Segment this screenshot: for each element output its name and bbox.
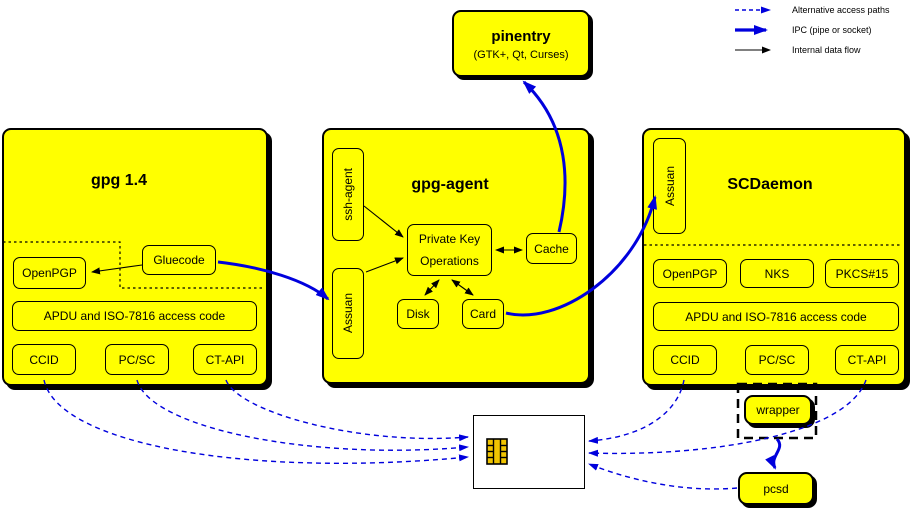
gpg-agent-title: gpg-agent	[411, 176, 489, 193]
node-scdaemon	[642, 128, 906, 386]
scdaemon-ctapi: CT-API	[835, 345, 899, 375]
edge-gpg-pcsc-card	[136, 379, 469, 452]
edge-gpg-ccid-card	[43, 379, 469, 464]
gpg-agent-assuan: Assuan	[332, 268, 364, 359]
private-key-ops-line2: Operations	[420, 254, 479, 268]
smartcard	[473, 415, 585, 489]
assuan-label: Assuan	[341, 293, 355, 334]
node-pinentry: pinentry (GTK+, Qt, Curses)	[452, 10, 590, 77]
scdaemon-assuan: Assuan	[653, 138, 686, 234]
gpg-agent-private-key-ops: Private Key Operations	[407, 224, 492, 276]
scdaemon-openpgp: OpenPGP	[653, 259, 727, 288]
gpg-agent-ssh-agent: ssh-agent	[332, 148, 364, 241]
legend-label: Internal data flow	[792, 45, 861, 55]
legend-item-ipc: IPC (pipe or socket)	[703, 20, 913, 40]
legend-item-internal: Internal data flow	[703, 40, 913, 60]
scdaemon-apdu-layer: APDU and ISO-7816 access code	[653, 302, 899, 331]
node-wrapper: wrapper	[744, 395, 812, 425]
edge-gpg-ctapi-card	[225, 379, 469, 442]
gpg14-ctapi: CT-API	[193, 344, 257, 375]
legend-label: Alternative access paths	[792, 5, 890, 15]
smartcard-chip-icon	[486, 438, 508, 465]
gpg14-ccid: CCID	[12, 344, 76, 375]
legend-item-alternative: Alternative access paths	[703, 0, 913, 20]
edge-scd-ctapi-card	[588, 379, 867, 457]
gpg-agent-card: Card	[462, 299, 504, 329]
edge-pcsd-card	[588, 463, 738, 490]
black-arrow-icon	[735, 46, 771, 54]
private-key-ops-line1: Private Key	[418, 232, 481, 246]
legend: Alternative access paths IPC (pipe or so…	[703, 0, 913, 60]
legend-label: IPC (pipe or socket)	[792, 25, 872, 35]
node-pcsd: pcsd	[738, 472, 814, 505]
dashed-blue-arrow-icon	[735, 6, 771, 14]
ssh-agent-label: ssh-agent	[341, 168, 355, 221]
scdaemon-pcsc: PC/SC	[745, 345, 809, 375]
gpg-agent-cache: Cache	[526, 233, 577, 264]
solid-blue-arrow-icon	[735, 25, 768, 35]
scdaemon-nks: NKS	[740, 259, 814, 288]
gpg14-title: gpg 1.4	[90, 172, 147, 189]
pinentry-title: pinentry	[491, 28, 551, 45]
gpg14-apdu-layer: APDU and ISO-7816 access code	[12, 301, 257, 331]
scdaemon-ccid: CCID	[653, 345, 717, 375]
scdaemon-pkcs15: PKCS#15	[825, 259, 899, 288]
scdaemon-title: SCDaemon	[727, 176, 813, 193]
edge-wrapper-pcsd	[765, 437, 782, 470]
gpg-agent-disk: Disk	[397, 299, 439, 329]
gpg14-pcsc: PC/SC	[105, 344, 169, 375]
pinentry-subtitle: (GTK+, Qt, Curses)	[473, 49, 569, 61]
assuan-label: Assuan	[662, 165, 677, 207]
gpg14-openpgp: OpenPGP	[13, 257, 86, 289]
edge-scd-ccid-card	[588, 379, 685, 444]
gpg14-gluecode: Gluecode	[142, 245, 216, 275]
